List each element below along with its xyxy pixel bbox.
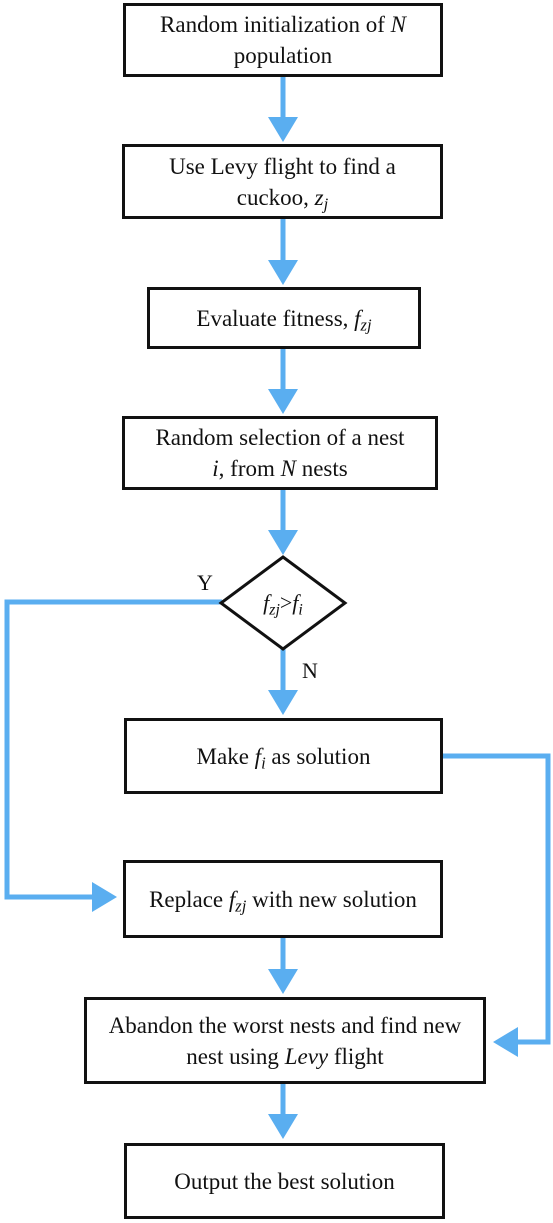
- abandon-text: Abandon the worst nests and find new nes…: [108, 1012, 462, 1069]
- decision-label: fzj>fi: [220, 590, 346, 619]
- decision-diamond: [218, 555, 348, 651]
- levy-var: z: [314, 184, 324, 210]
- levy-flight-box: Use Levy flight to find a cuckoo, zj: [122, 144, 443, 219]
- select-text-end: nests: [295, 456, 348, 481]
- decision-op: >: [279, 590, 293, 615]
- select-var-i: i: [212, 456, 219, 481]
- make-text-end: as solution: [265, 743, 371, 769]
- replace-solution-box: Replace fzj with new solution: [123, 860, 443, 938]
- replace-text: Replace: [149, 886, 229, 912]
- output-text: Output the best solution: [174, 1168, 395, 1194]
- select-var-n: N: [280, 456, 296, 481]
- init-population-box: Random initialization of N population: [123, 3, 443, 77]
- decision-right-sub: i: [298, 601, 303, 619]
- arrow-decision-yes-to-replace: [4, 599, 222, 912]
- select-text: Random selection of a nest: [155, 425, 405, 450]
- abandon-var: Levy: [284, 1043, 329, 1069]
- levy-text: Use Levy flight to find a cuckoo,: [169, 153, 396, 210]
- evaluate-sub: zj: [360, 315, 372, 335]
- decision-left-var: f: [263, 590, 270, 615]
- init-var-n: N: [390, 12, 406, 37]
- replace-text-end: with new solution: [246, 886, 417, 912]
- decision-left-sub: zj: [269, 601, 280, 619]
- make-solution-box: Make fi as solution: [124, 718, 443, 794]
- no-label: N: [302, 658, 318, 683]
- select-nest-box: Random selection of a nest i, from N nes…: [122, 416, 438, 490]
- levy-sub: j: [323, 194, 329, 214]
- replace-sub: zj: [235, 896, 247, 916]
- select-text-mid: , from: [218, 456, 281, 481]
- abandon-nests-box: Abandon the worst nests and find new nes…: [84, 997, 486, 1084]
- make-var: f: [254, 743, 262, 769]
- arrow-make-to-abandon: [443, 753, 551, 1057]
- replace-var: f: [228, 886, 236, 912]
- init-text-end: population: [233, 43, 333, 68]
- abandon-text-end: flight: [328, 1043, 384, 1069]
- output-solution-box: Output the best solution: [124, 1143, 445, 1219]
- evaluate-var: f: [354, 305, 361, 331]
- decision-right-var: f: [292, 590, 299, 615]
- evaluate-text: Evaluate fitness,: [196, 305, 349, 331]
- evaluate-fitness-box: Evaluate fitness, fzj: [147, 287, 421, 349]
- make-sub: i: [261, 753, 266, 773]
- yes-label: Y: [197, 570, 213, 595]
- make-text: Make: [196, 743, 255, 769]
- init-text: Random initialization of: [160, 12, 391, 37]
